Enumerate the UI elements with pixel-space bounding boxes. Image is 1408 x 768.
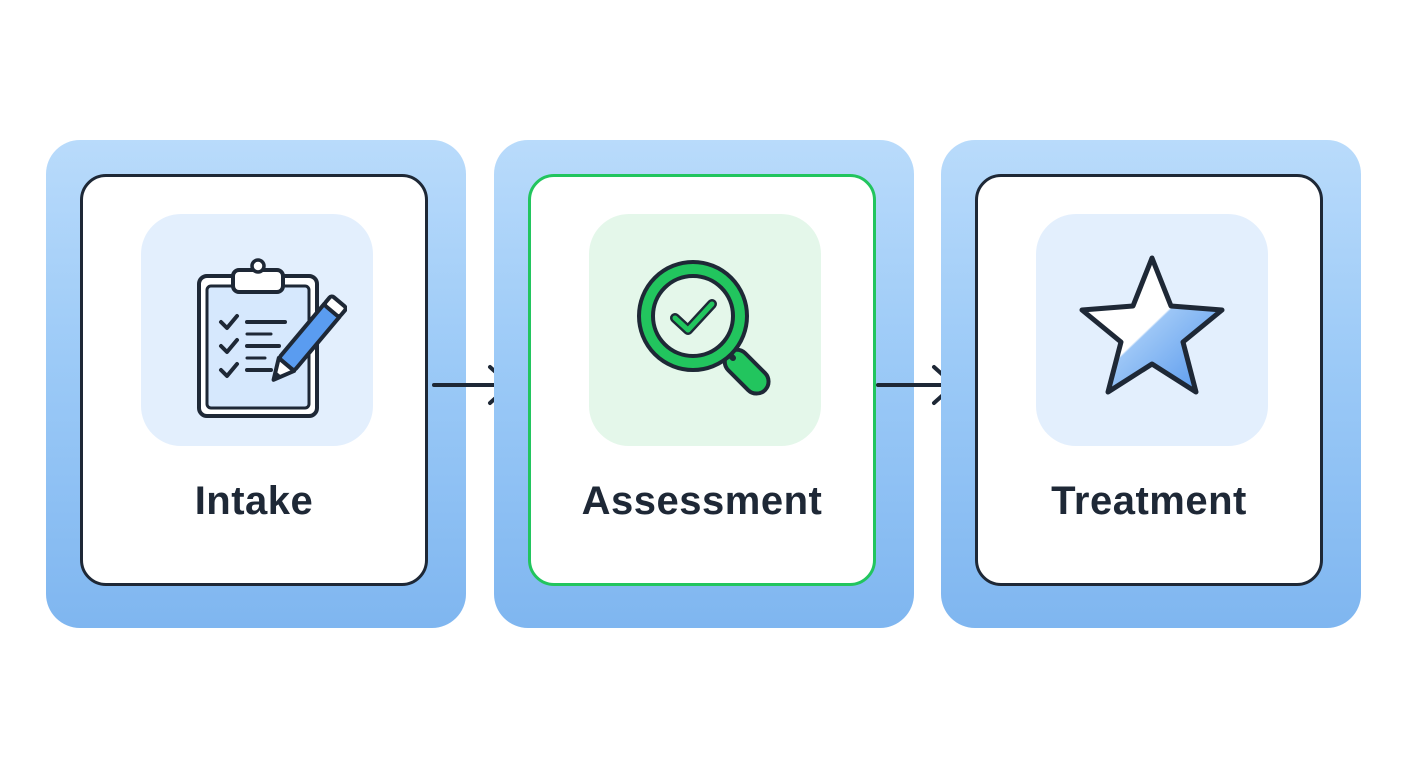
magnifier-check-icon	[637, 260, 771, 396]
clipboard-checklist-icon	[197, 258, 347, 418]
step-assessment-card: Assessment	[528, 174, 876, 586]
step-assessment: Assessment	[494, 140, 914, 628]
intake-icon-tile	[141, 214, 373, 446]
step-label-intake: Intake	[194, 479, 314, 523]
step-intake-card: Intake	[80, 174, 428, 586]
step-treatment: Treatment	[941, 140, 1361, 628]
treatment-icon-tile	[1036, 214, 1268, 446]
step-treatment-card: Treatment	[975, 174, 1323, 586]
step-label-treatment: Treatment	[1051, 479, 1247, 523]
step-intake: Intake	[46, 140, 466, 628]
step-label-assessment: Assessment	[581, 479, 823, 523]
star-icon	[1079, 255, 1225, 395]
assessment-icon-tile	[589, 214, 821, 446]
